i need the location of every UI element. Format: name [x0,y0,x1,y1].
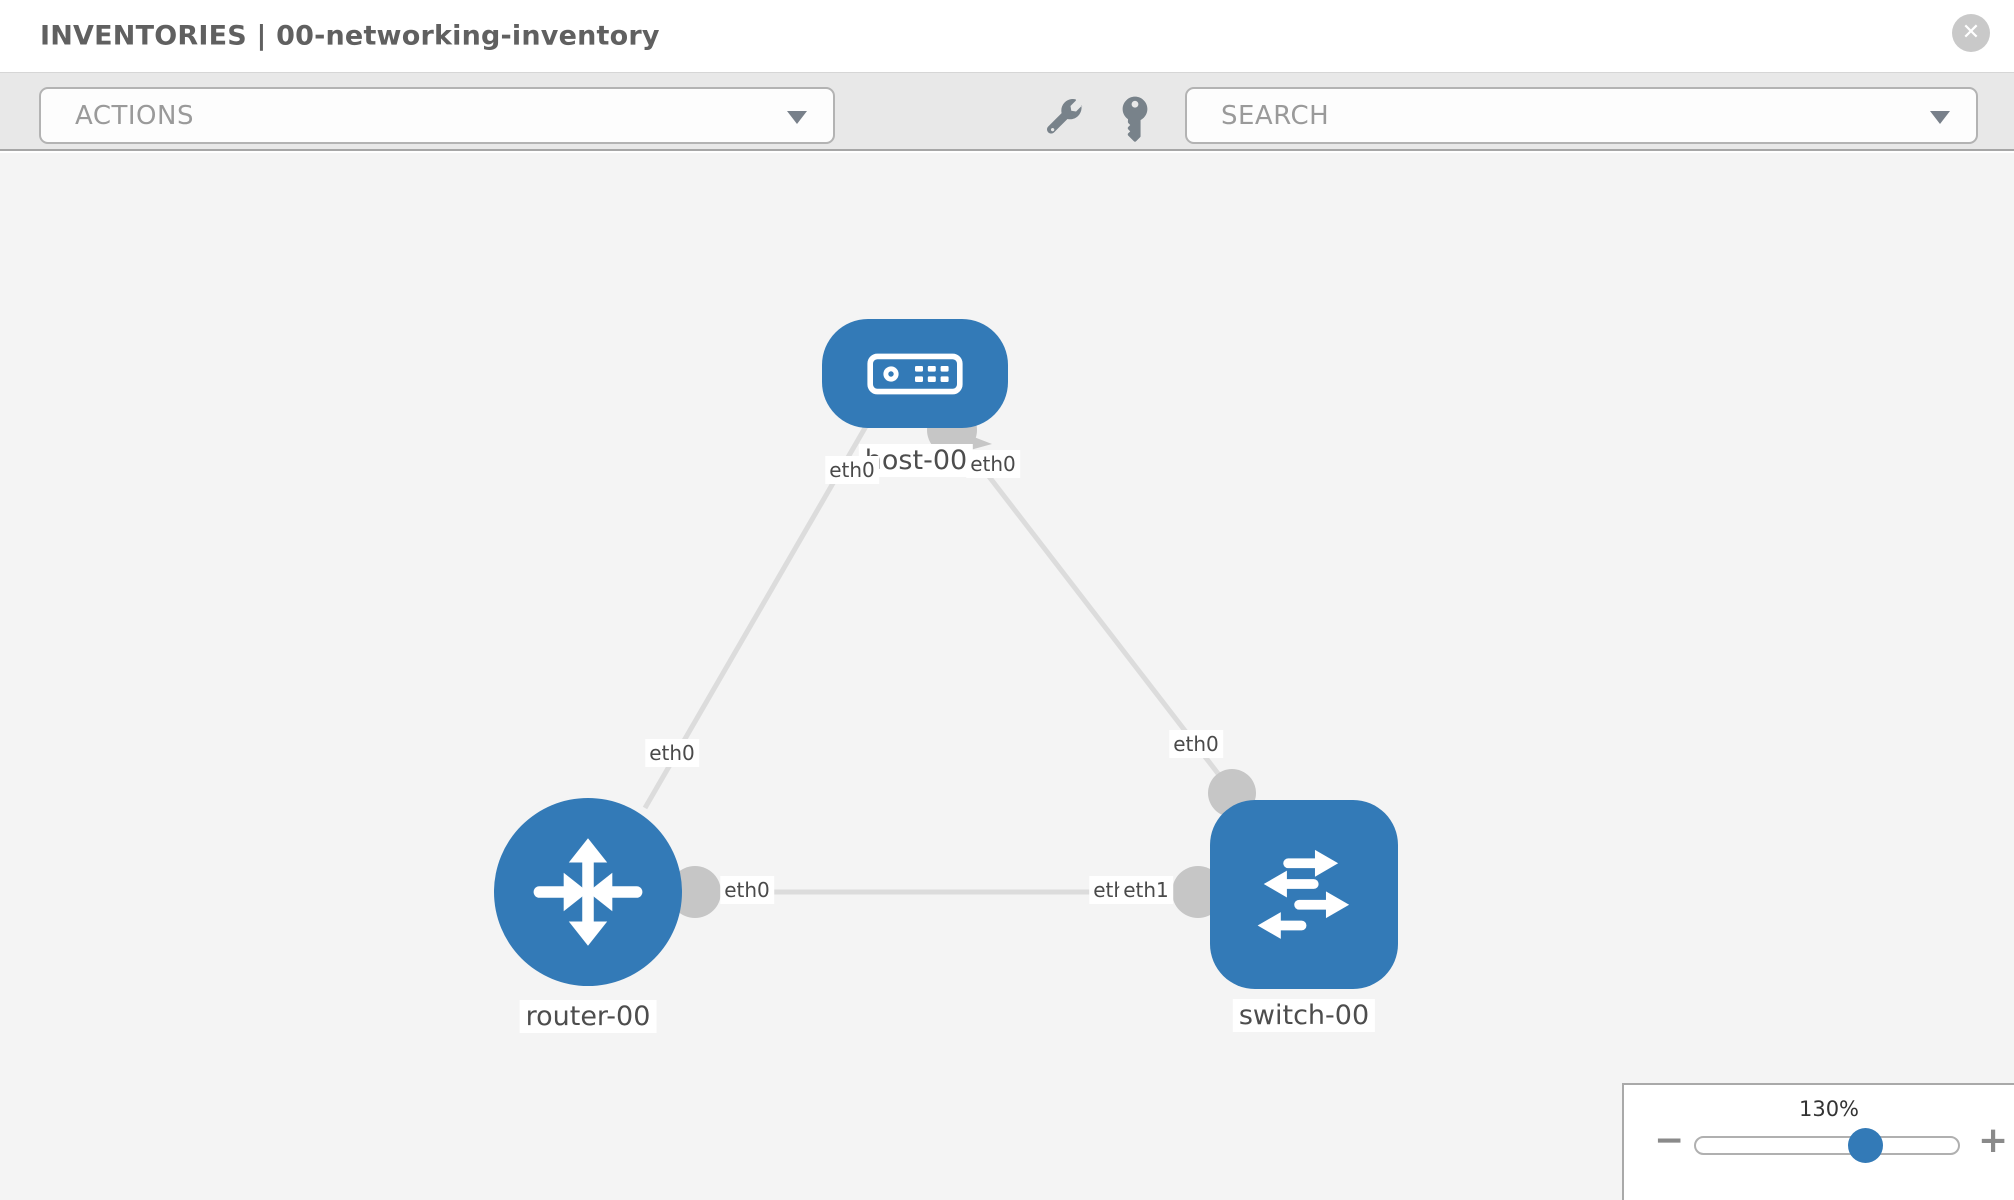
interface-badge-router-eth0-uplink: eth0 [645,739,699,767]
interface-badge-switch-eth1: eth1 [1119,876,1173,904]
topology-links-layer [642,400,1256,918]
node-host-00[interactable] [822,319,1008,428]
actions-dropdown-label: ACTIONS [75,100,194,131]
interface-badge-host-eth0-right: eth0 [966,450,1020,478]
interface-badge-host-eth0-left: eth0 [825,456,879,484]
host-server-icon [867,353,963,394]
switch-arrows-icon [1257,849,1350,939]
node-router-00[interactable] [494,798,682,986]
zoom-level-value: 130% [1798,1097,1860,1121]
node-switch-00[interactable] [1210,800,1398,989]
zoom-in-button[interactable]: + [1978,1120,2009,1161]
close-glyph: ✕ [1961,20,1981,45]
chevron-down-icon [787,110,807,124]
interface-badge-switch-eth0: eth0 [1169,730,1223,758]
node-label-switch: switch-00 [1232,999,1376,1032]
search-dropdown[interactable]: SEARCH [1185,87,1978,144]
key-icon [1122,96,1148,142]
wrench-icon [1047,98,1083,134]
interface-badge-router-eth0: eth0 [720,876,774,904]
zoom-out-button[interactable]: − [1654,1120,1685,1161]
header: INVENTORIES | 00-networking-inventory ✕ [0,0,2014,72]
actions-dropdown[interactable]: ACTIONS [39,87,835,144]
router-port-dot [669,866,721,918]
node-label-router: router-00 [519,1000,657,1033]
toolbar: ACTIONS SEARCH [0,72,2014,151]
zoom-slider-track[interactable] [1694,1136,1960,1155]
credentials-key-button[interactable] [1117,96,1153,142]
router-arrows-icon [533,838,643,946]
zoom-widget: 130% − + [1622,1083,2014,1200]
configure-wrench-button[interactable] [1047,98,1083,135]
topology-canvas[interactable]: host-00 router-00 switch-00 eth0 eth0 et… [0,153,2014,1200]
chevron-down-icon [1930,110,1950,124]
search-input-placeholder: SEARCH [1221,100,1330,131]
close-icon[interactable]: ✕ [1952,14,1990,52]
zoom-slider-handle[interactable] [1848,1128,1883,1163]
page-title: INVENTORIES | 00-networking-inventory [40,20,660,52]
